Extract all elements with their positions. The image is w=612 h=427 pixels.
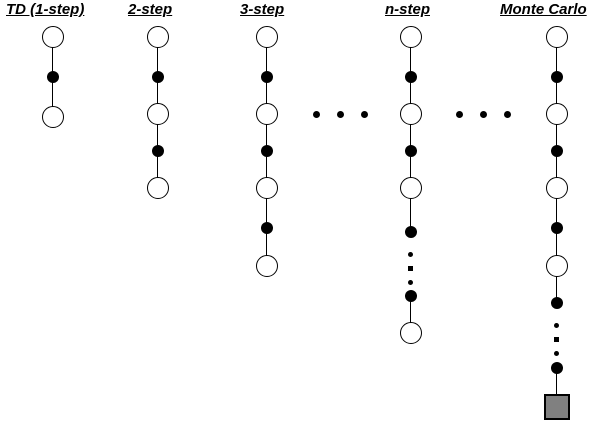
state-node-2-step-0 <box>146 26 169 48</box>
terminal-node-monte-carlo <box>543 394 570 420</box>
action-node-n-step-1 <box>404 71 417 83</box>
edge-n-step-6 <box>410 296 411 333</box>
column-label-3-step: 3-step <box>240 1 285 18</box>
ellipsis-left-dot-2 <box>360 110 368 118</box>
edge-2-step-0 <box>157 37 158 77</box>
action-node-2-step-3 <box>151 145 164 157</box>
state-node-n-step-4 <box>399 177 422 199</box>
action-node-td-1-step-1 <box>46 71 59 83</box>
edge-monte-carlo-8 <box>556 368 557 407</box>
edge-2-step-1 <box>157 77 158 114</box>
vertical-ellipsis-dot-monte-carlo-0 <box>554 322 559 328</box>
vertical-ellipsis-dot-monte-carlo-2 <box>554 350 559 356</box>
edge-td-1-step-1 <box>52 77 53 117</box>
state-node-td-1-step-2 <box>41 106 64 128</box>
state-node-3-step-0 <box>255 26 278 48</box>
edge-3-step-3 <box>266 151 267 188</box>
action-node-monte-carlo-1 <box>550 71 563 83</box>
edge-monte-carlo-6 <box>556 266 557 303</box>
state-node-n-step-7 <box>399 322 422 344</box>
edge-monte-carlo-3 <box>556 151 557 188</box>
ellipsis-left-dot-1 <box>336 110 344 118</box>
edge-monte-carlo-0 <box>556 37 557 77</box>
state-node-monte-carlo-4 <box>545 177 568 199</box>
edge-monte-carlo-4 <box>556 188 557 228</box>
edge-n-step-0 <box>410 37 411 77</box>
edge-3-step-5 <box>266 228 267 266</box>
state-node-3-step-6 <box>255 255 278 277</box>
edge-3-step-0 <box>266 37 267 77</box>
edge-monte-carlo-2 <box>556 114 557 151</box>
ellipsis-right-dot-1 <box>479 110 487 118</box>
state-node-monte-carlo-6 <box>545 255 568 277</box>
edge-n-step-4 <box>410 188 411 232</box>
action-node-3-step-5 <box>260 222 273 234</box>
edge-3-step-4 <box>266 188 267 228</box>
action-node-monte-carlo-8 <box>550 362 563 374</box>
edge-3-step-1 <box>266 77 267 114</box>
state-node-n-step-2 <box>399 103 422 125</box>
ellipsis-left-dot-0 <box>312 110 320 118</box>
state-node-2-step-2 <box>146 103 169 125</box>
action-node-monte-carlo-7 <box>550 297 563 309</box>
state-node-monte-carlo-2 <box>545 103 568 125</box>
column-label-monte-carlo: Monte Carlo <box>500 1 587 18</box>
action-node-monte-carlo-5 <box>550 222 563 234</box>
action-node-2-step-1 <box>151 71 164 83</box>
ellipsis-right-dot-0 <box>455 110 463 118</box>
state-node-3-step-2 <box>255 103 278 125</box>
edge-monte-carlo-5 <box>556 228 557 266</box>
column-label-2-step: 2-step <box>128 1 173 18</box>
state-node-2-step-4 <box>146 177 169 199</box>
edge-2-step-2 <box>157 114 158 151</box>
state-node-3-step-4 <box>255 177 278 199</box>
edge-td-1-step-0 <box>52 37 53 77</box>
vertical-ellipsis-dot-n-step-1 <box>408 265 413 271</box>
action-node-n-step-5 <box>404 226 417 238</box>
column-label-n-step: n-step <box>385 1 430 18</box>
state-node-td-1-step-0 <box>41 26 64 48</box>
action-node-n-step-3 <box>404 145 417 157</box>
edge-2-step-3 <box>157 151 158 188</box>
action-node-monte-carlo-3 <box>550 145 563 157</box>
ellipsis-right-dot-2 <box>503 110 511 118</box>
vertical-ellipsis-dot-n-step-0 <box>408 251 413 257</box>
state-node-monte-carlo-0 <box>545 26 568 48</box>
edge-monte-carlo-1 <box>556 77 557 114</box>
edge-n-step-1 <box>410 77 411 114</box>
vertical-ellipsis-dot-monte-carlo-1 <box>554 336 559 342</box>
column-label-td-1-step: TD (1-step) <box>6 1 85 18</box>
edge-3-step-2 <box>266 114 267 151</box>
edge-n-step-2 <box>410 114 411 151</box>
vertical-ellipsis-dot-n-step-2 <box>408 279 413 285</box>
action-node-n-step-6 <box>404 290 417 302</box>
action-node-3-step-3 <box>260 145 273 157</box>
action-node-3-step-1 <box>260 71 273 83</box>
edge-n-step-3 <box>410 151 411 188</box>
state-node-n-step-0 <box>399 26 422 48</box>
